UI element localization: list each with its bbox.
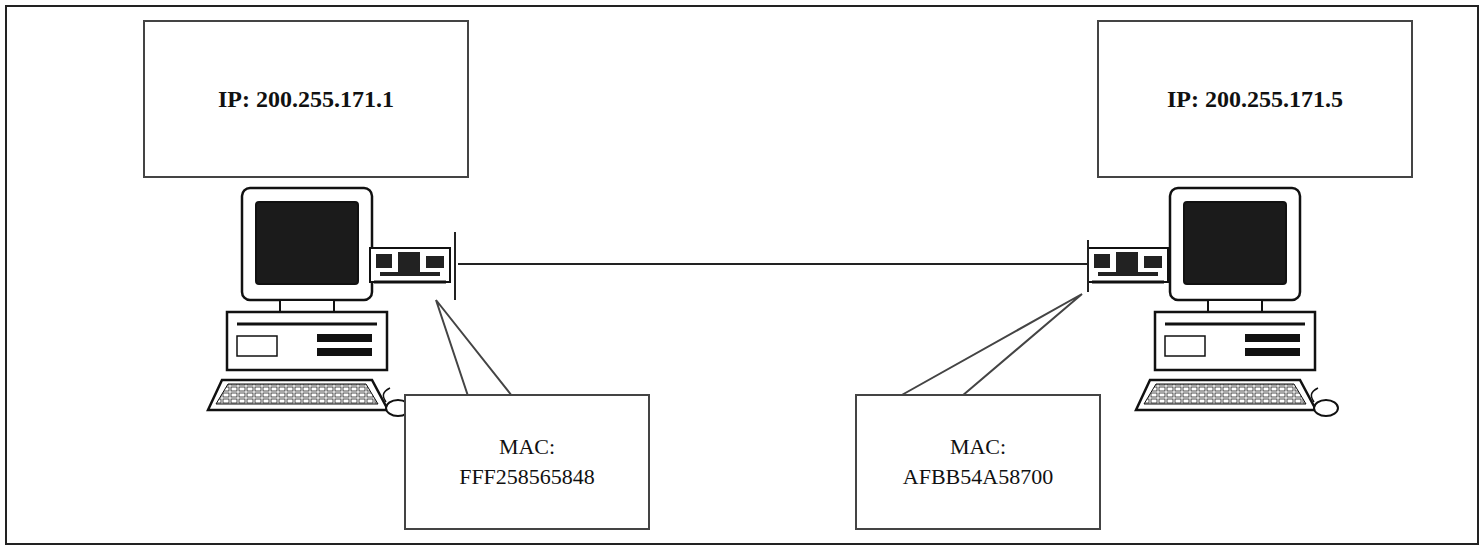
ip-address-box: IP: 200.255.171.1 — [143, 20, 469, 178]
mac-address-callout: MAC: AFBB54A58700 — [855, 394, 1101, 530]
network-cable — [458, 263, 1090, 265]
callout-pointer — [900, 294, 1082, 396]
mac-address-callout: MAC: FFF258565848 — [404, 394, 650, 530]
card-bracket — [1087, 240, 1089, 292]
ip-address: IP: 200.255.171.1 — [218, 83, 394, 115]
mac-address: MAC: AFBB54A58700 — [893, 432, 1063, 491]
left-computer — [208, 188, 410, 416]
card-bracket — [454, 232, 456, 300]
left-network-card — [370, 248, 450, 282]
mac-address: MAC: FFF258565848 — [442, 432, 612, 491]
frame — [6, 6, 1478, 544]
ip-address: IP: 200.255.171.5 — [1167, 83, 1343, 115]
right-network-card — [1088, 248, 1168, 282]
ip-address-box: IP: 200.255.171.5 — [1097, 20, 1413, 178]
right-computer — [1136, 188, 1338, 416]
callout-pointer — [436, 300, 512, 396]
